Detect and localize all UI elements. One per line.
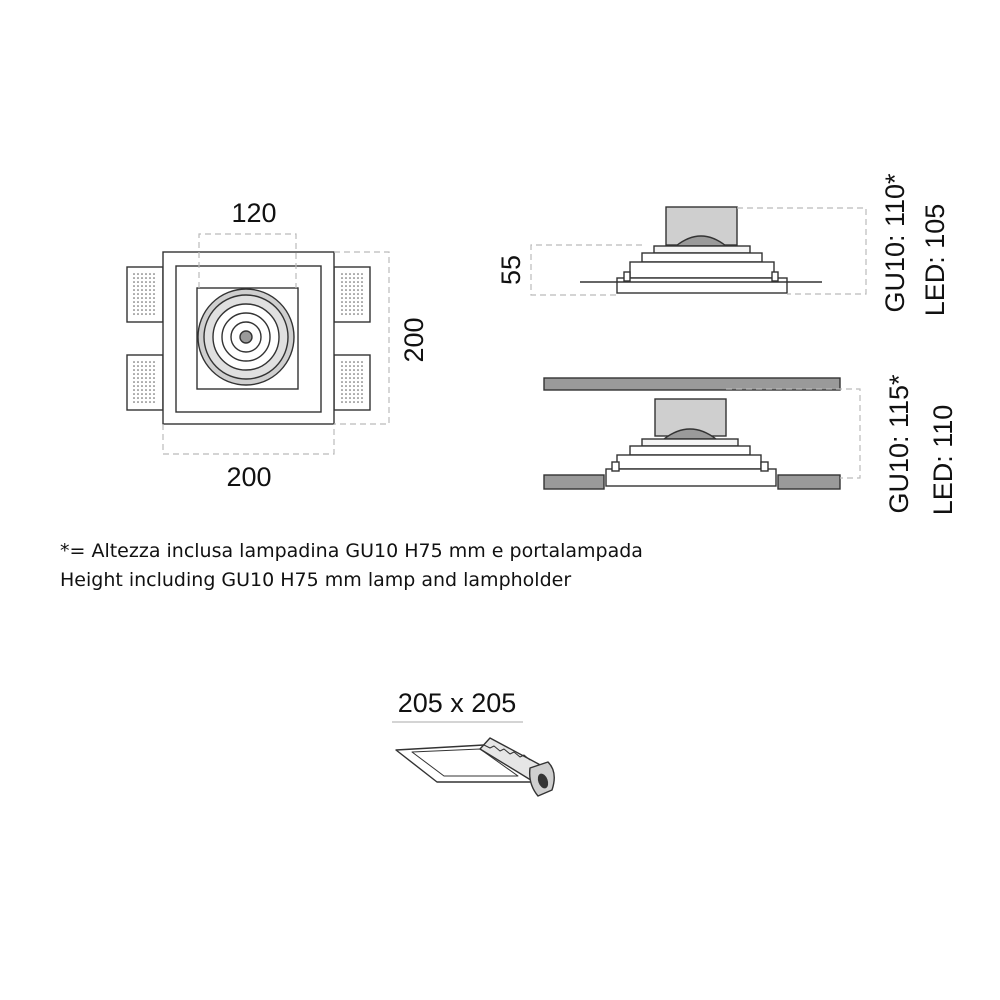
dim-top-width: 120 <box>231 198 276 228</box>
dim-bottom-width: 200 <box>226 462 271 492</box>
ceiling-slab <box>543 377 841 391</box>
lower-dim-guides <box>726 388 861 479</box>
screw-left-upper <box>623 271 631 282</box>
note-italian: *= Altezza inclusa lampadina GU10 H75 mm… <box>60 540 643 562</box>
top-view <box>126 233 390 455</box>
lamp-top <box>197 288 295 386</box>
clip-bottom-right <box>333 354 371 411</box>
screw-right-upper <box>771 271 779 282</box>
clip-top-right <box>333 266 371 323</box>
top-view-dim-guides <box>162 233 390 455</box>
plasterboard-right <box>777 474 841 490</box>
saw-teeth <box>483 744 531 761</box>
lamp-housing <box>196 287 299 390</box>
dim-height-led-b: LED: 110 <box>928 405 958 516</box>
ring-2-upper <box>641 252 763 263</box>
ring-3-lower <box>616 454 762 470</box>
dim-section-depth: 55 <box>496 255 526 285</box>
section-view-upper <box>530 206 867 296</box>
base-plate-lower <box>605 468 777 487</box>
saw-cutting-plasterboard-icon <box>395 737 555 797</box>
dim-height-gu10-b: GU10: 115* <box>884 374 914 514</box>
saw-handle-hole <box>537 773 549 789</box>
note-english: Height including GU10 H75 mm lamp and la… <box>60 569 572 591</box>
dim-height-led-a: LED: 105 <box>920 204 950 317</box>
ring-2-lower <box>629 445 751 456</box>
dim-height-gu10-a: GU10: 110* <box>880 173 910 313</box>
ring-1-lower <box>641 438 739 447</box>
inner-frame <box>175 265 322 413</box>
upper-dim-guides <box>530 207 867 296</box>
screw-right-lower <box>760 461 769 472</box>
section-view-lower <box>543 377 861 490</box>
plasterboard-left <box>543 474 605 490</box>
clip-top-left <box>126 266 164 323</box>
clip-bottom-left <box>126 354 164 411</box>
screw-left-lower <box>611 461 620 472</box>
cutout-slot <box>411 748 519 777</box>
ring-3-upper <box>629 261 775 279</box>
ring-1-upper <box>653 245 751 254</box>
dim-cutout: 205 x 205 <box>398 688 517 718</box>
base-plate-upper <box>616 277 788 294</box>
dim-side-height: 200 <box>399 317 429 362</box>
